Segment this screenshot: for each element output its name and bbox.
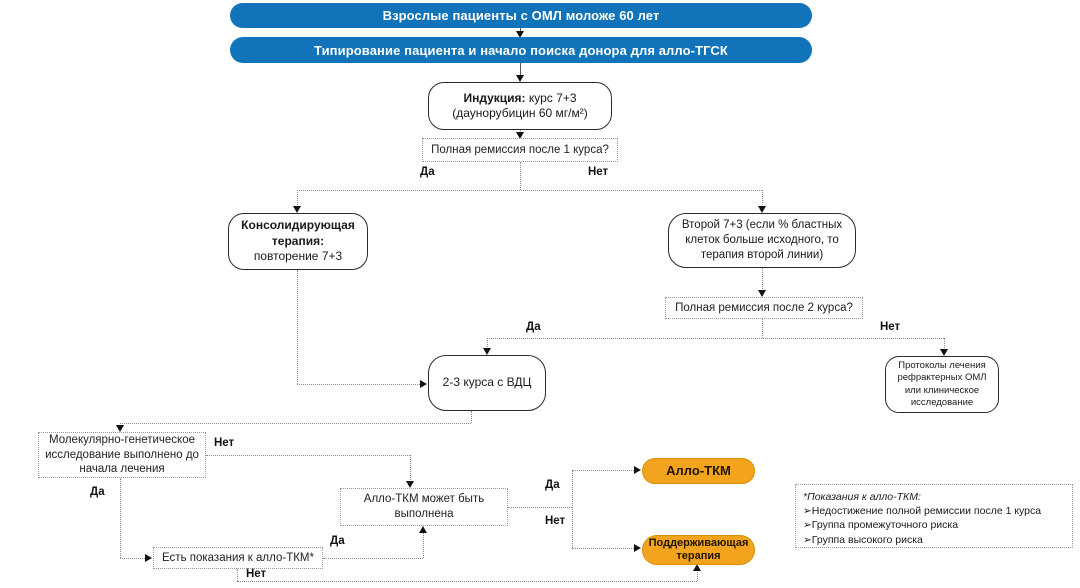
edge-label-yes: Да: [545, 479, 560, 491]
node-refractory-protocols: Протоколы лечения рефрактерных ОМЛ или к…: [885, 356, 999, 413]
edge-label-yes: Да: [526, 321, 541, 333]
node-vdc-courses: 2-3 курса с ВДЦ: [428, 355, 546, 411]
induction-course: курс 7+3: [525, 90, 577, 105]
edge-label-yes: Да: [420, 166, 435, 178]
legend-item: ➢Недостижение полной ремиссии после 1 ку…: [803, 505, 1042, 518]
node-second-7-3: Второй 7+3 (если % бластных клеток больш…: [668, 213, 856, 268]
arrowhead: [758, 206, 766, 213]
arrowhead: [419, 526, 427, 533]
arrowhead: [116, 425, 124, 432]
connector-line: [410, 455, 411, 482]
arrowhead: [634, 466, 641, 474]
connector-line: [762, 190, 763, 207]
connector-line: [120, 423, 121, 426]
decision-remission-after-course2: Полная ремиссия после 2 курса?: [665, 297, 863, 319]
edge-label-no: Нет: [880, 321, 901, 333]
connector-line: [423, 532, 424, 558]
node-allo-tkm-indications: Есть показания к алло-ТКМ*: [153, 547, 323, 569]
node-allo-tkm: Алло-ТКМ: [642, 458, 755, 484]
connector-line: [297, 384, 420, 385]
arrowhead: [420, 380, 427, 388]
connector-line: [572, 470, 573, 548]
arrowhead: [634, 544, 641, 552]
connector-line: [520, 63, 521, 76]
connector-line: [944, 338, 945, 350]
node-induction-7-3: Индукция: курс 7+3 (даунорубицин 60 мг/м…: [428, 82, 612, 130]
legend-item: ➢Группа промежуточного риска: [803, 519, 959, 532]
arrowhead: [940, 349, 948, 356]
induction-title: Индукция:: [463, 90, 526, 105]
arrowhead: [516, 132, 524, 139]
connector-line: [520, 28, 521, 32]
edge-label-no: Нет: [545, 515, 566, 527]
connector-line: [297, 190, 298, 207]
connector-line: [487, 338, 944, 339]
node-allo-tkm-possible: Алло-ТКМ может быть выполнена: [340, 488, 508, 526]
arrowhead: [516, 75, 524, 82]
connector-line: [520, 162, 521, 190]
consolidation-detail: повторение 7+3: [253, 249, 343, 264]
arrowhead: [293, 206, 301, 213]
edge-label-no: Нет: [214, 437, 235, 449]
connector-line: [762, 319, 763, 338]
connector-line: [572, 470, 634, 471]
legend-allo-tkm-indications: *Показания к алло-ТКМ: ➢Недостижение пол…: [795, 484, 1073, 548]
connector-line: [520, 130, 521, 133]
edge-label-yes: Да: [90, 486, 105, 498]
legend-title: *Показания к алло-ТКМ:: [803, 491, 921, 503]
arrowhead: [693, 564, 701, 571]
induction-subtitle: (даунорубицин 60 мг/м²): [452, 106, 588, 120]
connector-line: [120, 478, 121, 558]
connector-line: [237, 569, 238, 581]
connector-line: [487, 338, 488, 349]
arrowhead: [406, 481, 414, 488]
arrowhead: [483, 348, 491, 355]
legend-item: ➢Группа высокого риска: [803, 533, 923, 546]
node-molecular-testing: Молекулярно-генетическое исследование вы…: [38, 432, 206, 478]
banner-adult-aml-patients: Взрослые пациенты с ОМЛ моложе 60 лет: [230, 3, 812, 28]
banner-typing-donor-search: Типирование пациента и начало поиска дон…: [230, 37, 812, 63]
consolidation-title: Консолидирующая терапия:: [241, 218, 355, 248]
connector-line: [120, 558, 145, 559]
node-consolidation-therapy: Консолидирующая терапия: повторение 7+3: [228, 213, 368, 270]
arrowhead: [516, 31, 524, 38]
connector-line: [697, 570, 698, 581]
connector-line: [572, 548, 634, 549]
connector-line: [297, 190, 762, 191]
connector-line: [471, 411, 472, 423]
arrowhead: [758, 290, 766, 297]
edge-label-yes: Да: [330, 535, 345, 547]
connector-line: [297, 270, 298, 384]
connector-line: [237, 581, 697, 582]
edge-label-no: Нет: [246, 568, 267, 580]
connector-line: [508, 507, 572, 508]
decision-remission-after-course1: Полная ремиссия после 1 курса?: [422, 138, 618, 162]
connector-line: [120, 423, 471, 424]
connector-line: [762, 268, 763, 291]
connector-line: [323, 558, 423, 559]
connector-line: [206, 455, 410, 456]
arrowhead: [145, 554, 152, 562]
node-maintenance-therapy: Поддерживающая терапия: [642, 535, 755, 565]
edge-label-no: Нет: [588, 166, 609, 178]
